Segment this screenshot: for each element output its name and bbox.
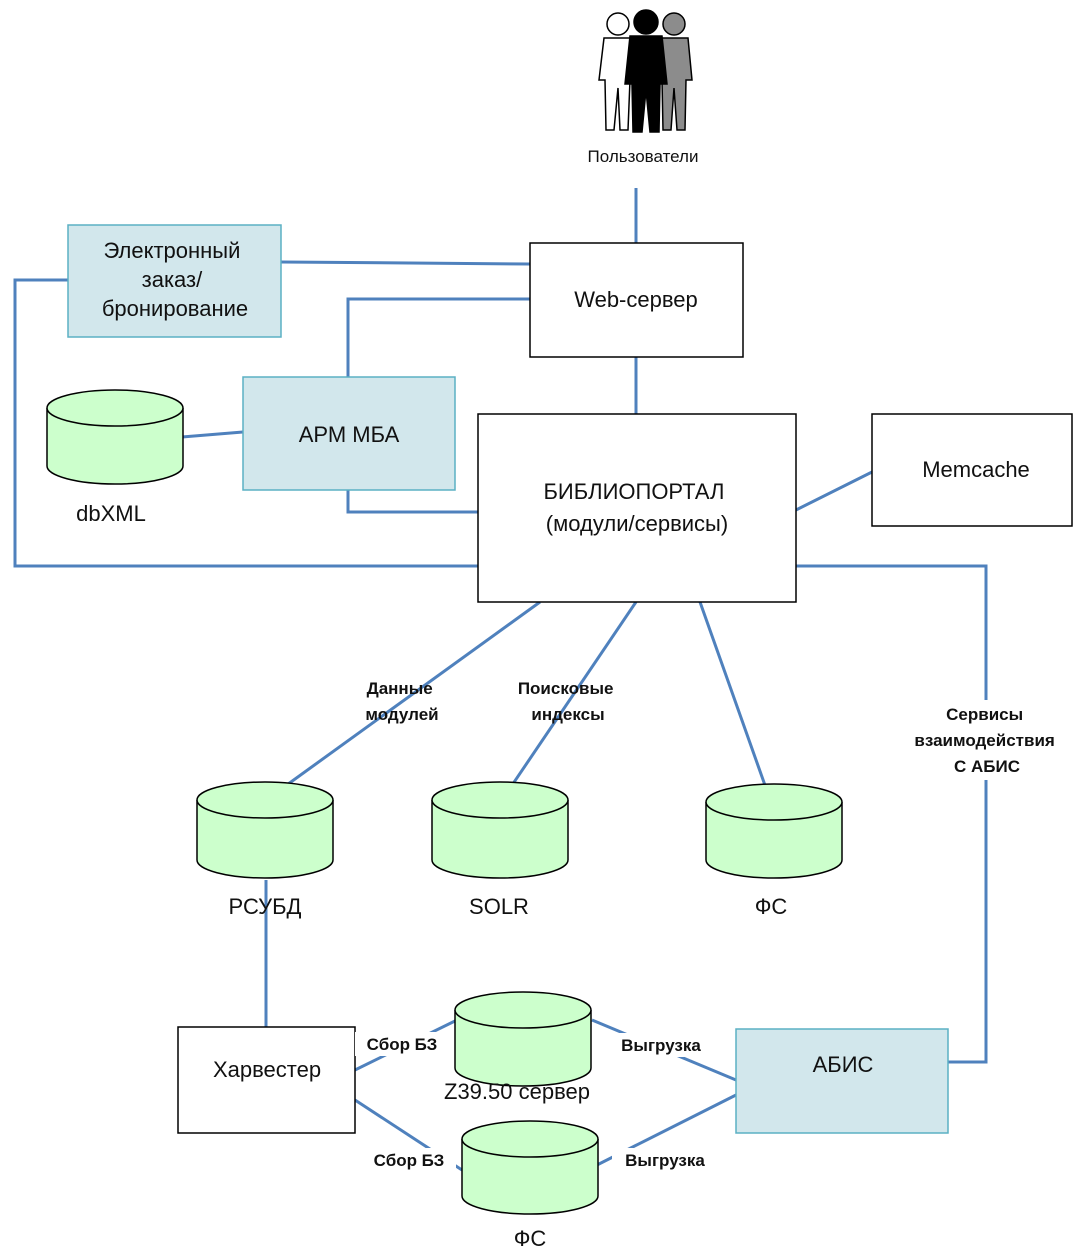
users-group-icon [598, 9, 693, 133]
label-export-fs: Выгрузка [625, 1151, 705, 1170]
database-fs-top-label: ФС [755, 894, 788, 919]
svg-text:Поисковые индексы: Поисковые индексы [518, 679, 618, 724]
database-z3950: Z39.50 сервер [444, 991, 592, 1104]
node-harvester-label: Харвестер [213, 1057, 321, 1082]
svg-text:БИБЛИОПОРТАЛ (модули/сер: БИБЛИОПОРТАЛ (модули/сервисы) [543, 479, 730, 536]
label-abis-services-1: Сервисы [946, 705, 1023, 724]
database-fs-top: ФС [705, 783, 843, 919]
node-electronic-order-line-2: заказ/ [142, 267, 204, 292]
edge-biblioportal-rsubd [265, 600, 541, 802]
node-biblioportal-title: БИБЛИОПОРТАЛ [543, 479, 724, 504]
node-memcache: Memcache [871, 413, 1073, 527]
database-dbxml-label: dbXML [76, 501, 146, 526]
label-search-indexes-2: индексы [531, 705, 604, 724]
label-module-data-1: Данные [367, 679, 433, 698]
database-dbxml: dbXML [46, 389, 184, 526]
svg-text:Данные модулей: Данные модулей [365, 679, 438, 724]
node-electronic-order: Электронный заказ/ бронирование [67, 224, 282, 338]
edge-eorder-biblioportal [13, 278, 478, 568]
edge-biblioportal-solr [500, 601, 638, 801]
node-abis-label: АБИС [813, 1052, 874, 1077]
node-memcache-label: Memcache [922, 457, 1030, 482]
users-label: Пользователи [588, 147, 699, 166]
node-electronic-order-line-1: Электронный [103, 238, 240, 263]
node-abis: АБИС [735, 1028, 949, 1134]
label-export-z: Выгрузка [621, 1036, 701, 1055]
label-module-data-2: модулей [365, 705, 438, 724]
database-z3950-label: Z39.50 сервер [444, 1079, 590, 1104]
label-abis-services-bg [910, 700, 1075, 780]
users-group: Пользователи [588, 9, 699, 166]
database-rsubd: РСУБД [196, 781, 334, 919]
database-fs-bottom: ФС [461, 1120, 599, 1250]
edge-dbxml-arm [181, 430, 244, 439]
label-search-indexes-1: Поисковые [518, 679, 614, 698]
edge-arm-web [346, 297, 530, 377]
label-collect-z: Сбор БЗ [367, 1035, 438, 1054]
label-abis-services-2: взаимодействия [914, 731, 1054, 750]
node-arm-mba: АРМ МБА [242, 376, 456, 491]
node-web-server: Web-сервер [529, 242, 744, 358]
edge-eorder-web [280, 260, 531, 266]
edge-biblioportal-fs [698, 601, 774, 806]
node-arm-mba-label: АРМ МБА [299, 422, 400, 447]
svg-text:Сервисы взаимодействия: Сервисы взаимодействия С АБИС [914, 705, 1059, 776]
svg-text:Электронный заказ/: Электронный заказ/ бронирование [102, 238, 248, 321]
database-fs-bottom-label: ФС [514, 1226, 547, 1250]
label-collect-fs: Сбор БЗ [374, 1151, 445, 1170]
node-biblioportal: БИБЛИОПОРТАЛ (модули/сервисы) [477, 413, 797, 603]
edge-biblioportal-abis [796, 564, 988, 1064]
database-rsubd-label: РСУБД [229, 894, 302, 919]
edge-biblioportal-memcache [795, 470, 873, 512]
node-web-server-label: Web-сервер [574, 287, 698, 312]
database-solr-label: SOLR [469, 894, 529, 919]
database-solr: SOLR [431, 781, 569, 919]
node-biblioportal-subtitle: (модули/сервисы) [546, 511, 728, 536]
node-electronic-order-line-3: бронирование [102, 296, 248, 321]
node-harvester: Харвестер [177, 1026, 356, 1134]
edge-arm-biblioportal [346, 490, 478, 514]
label-abis-services-3: С АБИС [954, 757, 1020, 776]
